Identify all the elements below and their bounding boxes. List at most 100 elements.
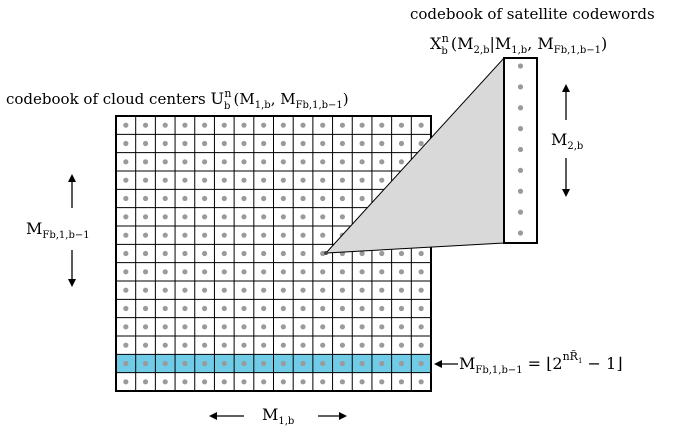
cloud-center-dot <box>320 140 326 147</box>
cloud-center-dot <box>142 232 149 238</box>
cloud-center-dot <box>320 360 326 367</box>
cloud-center-dot <box>182 360 188 367</box>
cloud-center-dot <box>300 305 306 312</box>
cloud-center-dot <box>123 305 129 312</box>
cloud-center-dot <box>339 305 346 312</box>
cloud-center-dot <box>300 250 306 257</box>
cloud-center-dot <box>320 287 326 293</box>
cloud-center-dot <box>418 342 424 348</box>
cloud-center-dot <box>182 214 188 220</box>
cloud-center-dot <box>359 342 365 348</box>
cloud-center-dot <box>123 250 129 257</box>
cloud-center-dot <box>261 269 267 275</box>
cloud-center-dot <box>241 140 247 147</box>
cloud-center-dot <box>221 177 227 183</box>
cloud-center-dot <box>398 305 405 312</box>
cloud-center-dot <box>123 360 129 367</box>
cloud-center-dot <box>142 214 149 220</box>
cloud-center-dot <box>339 159 346 165</box>
cloud-center-dot <box>379 159 385 165</box>
cloud-center-dot <box>418 324 424 330</box>
cloud-center-dots <box>123 122 424 385</box>
cloud-center-dot <box>261 195 267 202</box>
satellite-codeword-dot <box>517 63 524 69</box>
cloud-center-dot <box>201 140 208 147</box>
cloud-center-dot <box>379 250 385 257</box>
highlight-row-equation: MFb,1,b−1 = ⌊2nR̃1 − 1⌋ <box>459 350 622 376</box>
satellite-codeword-formula: Xbn(M2,b|M1,b, MFb,1,b−1) <box>430 32 607 57</box>
cloud-center-dot <box>379 287 385 293</box>
cloud-center-dot <box>339 177 346 183</box>
cloud-center-dot <box>162 122 168 128</box>
cloud-center-dot <box>379 324 385 330</box>
cloud-center-dot <box>201 379 208 385</box>
cloud-center-dot <box>280 214 286 220</box>
cloud-center-dot <box>379 269 385 275</box>
cloud-center-dot <box>398 122 405 128</box>
cloud-center-dot <box>241 250 247 257</box>
cloud-center-dot <box>398 342 405 348</box>
cloud-center-dot <box>300 360 306 367</box>
cloud-center-dot <box>261 250 267 257</box>
cloud-center-dot <box>142 159 149 165</box>
cloud-center-grid <box>116 116 431 391</box>
cloud-center-dot <box>261 287 267 293</box>
cloud-center-dot <box>221 232 227 238</box>
cloud-center-dot <box>320 232 326 238</box>
cloud-center-dot <box>261 177 267 183</box>
satellite-codeword-dot <box>517 167 524 173</box>
cloud-center-dot <box>398 360 405 367</box>
cloud-center-dot <box>418 305 424 312</box>
cloud-center-dot <box>280 122 286 128</box>
cloud-center-dot <box>241 305 247 312</box>
cloud-center-dot <box>379 342 385 348</box>
cloud-center-dot <box>359 305 365 312</box>
cloud-center-dot <box>418 122 424 128</box>
cloud-center-dot <box>241 342 247 348</box>
cloud-center-dot <box>261 140 267 147</box>
satellite-codeword-dot <box>517 188 524 194</box>
cloud-center-dot <box>162 324 168 330</box>
cloud-center-dot <box>123 287 129 293</box>
cloud-center-dot <box>280 140 286 147</box>
cloud-center-dot <box>418 269 424 275</box>
cloud-center-dot <box>379 140 385 147</box>
cloud-center-dot <box>123 122 129 128</box>
cloud-center-dot <box>359 159 365 165</box>
cloud-center-dot <box>221 305 227 312</box>
cloud-center-dot <box>398 379 405 385</box>
m2b-arrow-up-head <box>562 84 570 92</box>
cloud-center-dot <box>162 379 168 385</box>
cloud-center-dot <box>142 305 149 312</box>
cloud-center-dot <box>142 360 149 367</box>
cloud-center-dot <box>300 287 306 293</box>
cloud-center-dot <box>182 287 188 293</box>
cloud-center-dot <box>162 360 168 367</box>
grid-border <box>115 115 432 392</box>
cloud-center-dot <box>300 177 306 183</box>
mfb-arrow-down-head <box>68 279 76 287</box>
cloud-center-dot <box>221 250 227 257</box>
cloud-center-dot <box>123 214 129 220</box>
cloud-center-dot <box>320 305 326 312</box>
highlight-pointer-head <box>434 360 442 368</box>
cloud-center-dot <box>162 140 168 147</box>
cloud-center-dot <box>300 324 306 330</box>
cloud-center-dot <box>142 122 149 128</box>
cloud-center-dot <box>300 159 306 165</box>
cloud-center-dot <box>300 379 306 385</box>
cloud-center-dot <box>339 324 346 330</box>
cloud-center-dot <box>201 195 208 202</box>
cloud-center-dot <box>182 250 188 257</box>
cloud-center-dot <box>201 177 208 183</box>
cloud-center-dot <box>162 177 168 183</box>
cloud-center-dot <box>182 305 188 312</box>
cloud-center-dot <box>320 324 326 330</box>
cloud-center-dot <box>182 140 188 147</box>
cloud-center-dot <box>261 214 267 220</box>
cloud-center-dot <box>300 342 306 348</box>
cloud-center-dot <box>339 342 346 348</box>
cloud-center-dot <box>221 287 227 293</box>
cloud-center-dot <box>123 232 129 238</box>
cloud-center-dot <box>241 287 247 293</box>
